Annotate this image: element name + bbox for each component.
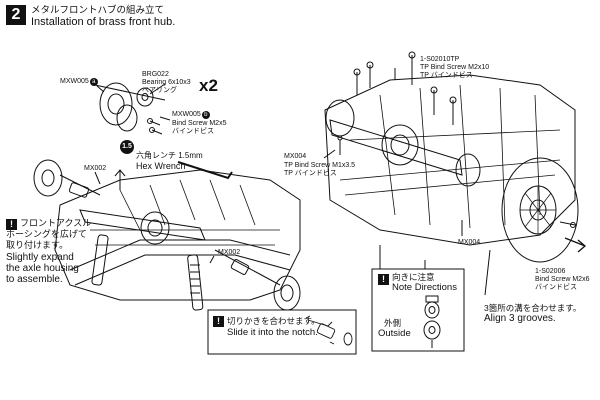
wrench-size-badge: 1.5	[120, 140, 134, 154]
notch-note-box	[207, 309, 357, 355]
step-title-en: Installation of brass front hub.	[31, 16, 176, 28]
expand-note-en-3: to assemble.	[6, 274, 63, 285]
left-chassis-rail-2	[74, 254, 291, 286]
brg022-name: Bearing 6x10x3	[142, 79, 191, 86]
notch-note-en: Slide it into the notch.	[227, 327, 318, 338]
right-diff-housing	[381, 124, 419, 166]
grooves-en: Align 3 grooves.	[484, 313, 556, 324]
right-top-screws	[353, 51, 457, 125]
directions-en: Note Directions	[392, 282, 457, 293]
bind-m2x5-name: Bind Screw M2x5	[172, 120, 227, 127]
s02006-jp: バインドビス	[535, 284, 577, 291]
warning-icon-expand: !	[6, 219, 17, 230]
right-chassis-frame	[324, 74, 576, 246]
right-hub-near	[455, 153, 481, 187]
circle-b-icon: b	[201, 111, 210, 119]
right-hub-far	[325, 99, 355, 137]
small-screws-left	[147, 118, 163, 135]
step-title-jp: メタルフロントハブの組み立て	[31, 5, 165, 16]
left-chassis-rail	[69, 239, 291, 271]
s02006-code: 1-S02006	[535, 268, 566, 275]
mx004-left-label: MX004	[284, 153, 307, 160]
brg022-jp: ベアリング	[142, 87, 177, 94]
arrow-up-icon	[114, 169, 126, 190]
warning-icon-notch: !	[213, 316, 224, 327]
warning-icon-directions: !	[378, 274, 389, 285]
expand-note-en-2: the axle housing	[6, 263, 79, 274]
mx002-bottom-label: MX002	[218, 249, 241, 256]
left-shock-1	[187, 254, 204, 311]
expand-note-en-1: Slightly expand	[6, 252, 74, 263]
tp-m1x3-jp: TP バインドビス	[284, 170, 337, 177]
quantity-x2: x2	[199, 76, 218, 95]
wrench-en: Hex Wrench	[136, 161, 186, 171]
right-lower-hub-disc	[273, 275, 301, 311]
arrow-right-icon	[564, 237, 586, 253]
expand-note-jp-3: 取り付けます。	[6, 240, 69, 250]
right-axle-housing	[329, 119, 463, 176]
directions-part-diagram	[423, 295, 441, 348]
hex-wrench-icon	[177, 161, 233, 180]
expand-note-jp-1: フロントアクスル	[20, 218, 92, 228]
tp-m1x3-name: TP Bind Screw M1x3.5	[284, 162, 356, 169]
s02010tp-jp: TP バインドビス	[420, 72, 473, 79]
mxw005a-code: MXW005	[60, 78, 89, 85]
mx004-right-label: MX004	[458, 239, 481, 246]
s02006-name: Bind Screw M2x6	[535, 276, 590, 283]
s02010tp-code: 1-S02010TP	[420, 56, 460, 63]
notch-note-jp: 切りかきを合わせます。	[227, 316, 320, 326]
mx002-top-label: MX002	[84, 165, 107, 172]
left-shock-2	[91, 234, 109, 286]
mxw005b-code: MXW005	[172, 111, 201, 118]
s02010tp-name: TP Bind Screw M2x10	[420, 64, 490, 71]
grooves-jp: 3箇所の溝を合わせます。	[484, 303, 582, 313]
outside-jp: 外側	[384, 318, 402, 328]
hub-part-a	[99, 82, 133, 126]
wrench-jp: 六角レンチ 1.5mm	[136, 151, 203, 160]
directions-jp: 向きに注意	[392, 272, 435, 282]
outside-en: Outside	[378, 328, 411, 339]
notch-detail-diagram	[305, 315, 353, 346]
left-diff-housing	[140, 211, 170, 245]
step-number-badge: 2	[6, 5, 26, 25]
bind-m2x5-jp: バインドビス	[172, 128, 214, 135]
circle-a-icon: a	[89, 78, 98, 86]
right-wheel-tire	[501, 157, 579, 263]
brg022-code: BRG022	[142, 71, 169, 78]
left-hub-disc	[33, 159, 63, 197]
hub-part-b	[116, 104, 138, 132]
expand-note-jp-2: ホーシングを広げて	[6, 229, 87, 239]
